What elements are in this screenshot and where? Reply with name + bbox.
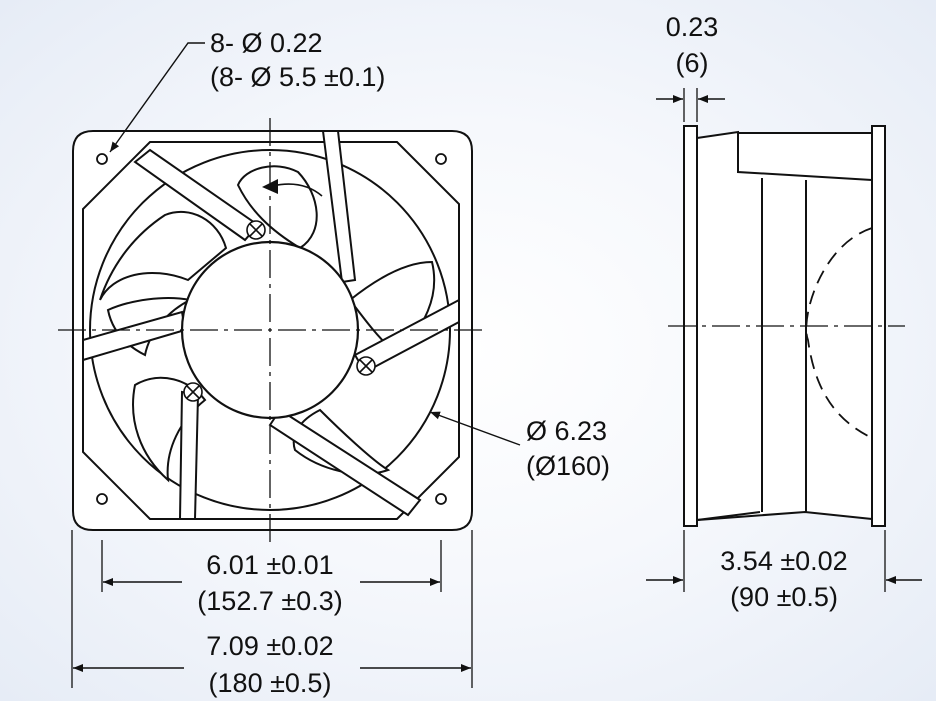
- depth-line2: (90 ±0.5): [730, 582, 838, 612]
- side-motor-housing: [737, 133, 873, 181]
- blade-1: [99, 210, 228, 301]
- front-extension-lines: [71, 530, 473, 688]
- cable-channel: [321, 130, 357, 284]
- hole-spacing-line1: 6.01 ±0.01: [206, 550, 333, 580]
- screw-3: [183, 382, 203, 402]
- hub-screws: [183, 220, 376, 402]
- frame-struts: [82, 130, 460, 520]
- dimension-labels: 8- Ø 0.22 (8- Ø 5.5 ±0.1) Ø 6.23 (Ø160) …: [197, 12, 847, 698]
- diameter-callout-line1: Ø 6.23: [526, 416, 607, 446]
- mounting-hole-br: [435, 493, 447, 505]
- depth-line1: 3.54 ±0.02: [720, 546, 847, 576]
- overall-width-line2: (180 ±0.5): [209, 668, 332, 698]
- mounting-hole-bl: [96, 493, 108, 505]
- flange-thickness-line1: 0.23: [666, 12, 719, 42]
- blade-2: [236, 165, 318, 250]
- venturi-outline: [82, 141, 460, 520]
- hole-spacing-line2: (152.7 ±0.3): [197, 586, 342, 616]
- hole-callout-leader: [109, 42, 205, 153]
- screw-2: [356, 356, 376, 376]
- side-lower-taper: [696, 511, 761, 521]
- hole-callout-line1: 8- Ø 0.22: [210, 28, 323, 58]
- screw-1: [246, 220, 266, 240]
- mounting-hole-tl: [96, 153, 108, 165]
- front-view: [58, 42, 521, 688]
- side-view: [646, 88, 922, 592]
- side-hidden-blade-arc: [805, 227, 873, 439]
- overall-width-line1: 7.09 ±0.02: [206, 631, 333, 661]
- front-center-lines: [58, 118, 488, 545]
- blade-circle: [89, 149, 451, 511]
- diameter-callout-leader: [429, 411, 521, 446]
- flange-thickness-line2: (6): [676, 48, 709, 78]
- mounting-hole-tr: [435, 153, 447, 165]
- strut-lower: [178, 390, 200, 520]
- diameter-callout-line2: (Ø160): [526, 451, 610, 481]
- hole-callout-line2: (8- Ø 5.5 ±0.1): [210, 62, 385, 92]
- mounting-holes: [96, 153, 447, 505]
